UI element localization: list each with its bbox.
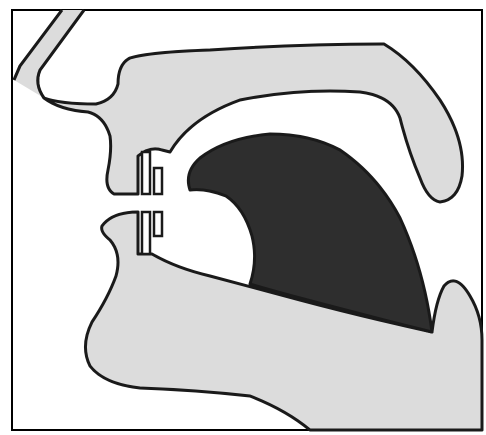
nose-outline (14, 10, 84, 98)
upper-teeth (142, 152, 162, 194)
lower-teeth (142, 212, 162, 254)
